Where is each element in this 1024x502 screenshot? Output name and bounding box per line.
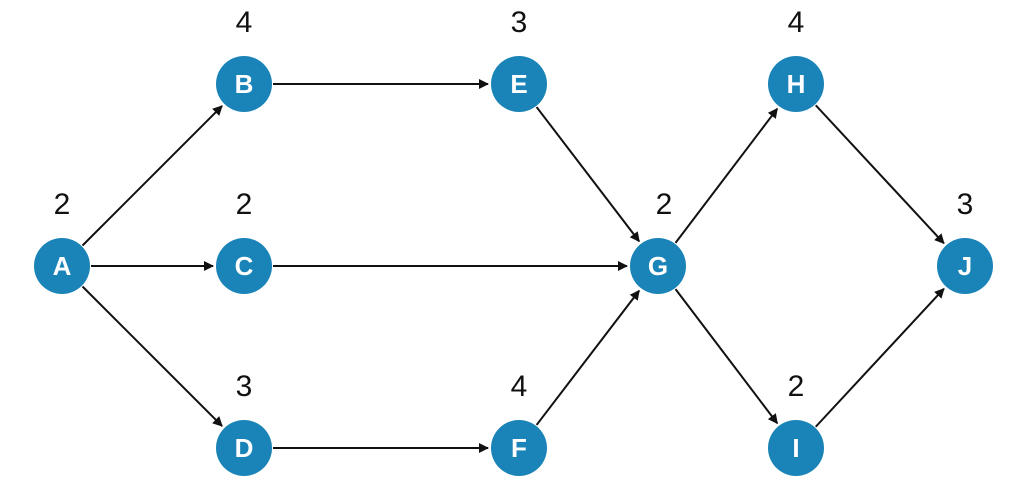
edge-f-g bbox=[535, 289, 640, 426]
node-weight-a: 2 bbox=[54, 188, 71, 221]
node-i: I bbox=[768, 420, 824, 476]
node-weight-b: 4 bbox=[236, 6, 253, 39]
node-label: G bbox=[648, 251, 668, 281]
edge-i-j bbox=[815, 287, 945, 428]
node-label: H bbox=[787, 69, 806, 99]
node-label: B bbox=[235, 69, 254, 99]
node-a: A bbox=[34, 238, 90, 294]
node-e: E bbox=[491, 56, 547, 112]
edge-e-g bbox=[535, 106, 640, 243]
node-weight-c: 2 bbox=[236, 188, 253, 221]
nodes-layer: A B C D E F G H I J bbox=[34, 56, 993, 476]
node-circle bbox=[491, 420, 547, 476]
node-circle bbox=[216, 56, 272, 112]
node-c: C bbox=[216, 238, 272, 294]
node-d: D bbox=[216, 420, 272, 476]
node-label: C bbox=[235, 251, 254, 281]
node-circle bbox=[216, 420, 272, 476]
node-label: J bbox=[958, 251, 972, 281]
node-label: A bbox=[53, 251, 72, 281]
edges-layer bbox=[81, 79, 945, 453]
node-label: E bbox=[510, 69, 527, 99]
node-weight-i: 2 bbox=[788, 370, 805, 403]
node-weight-j: 3 bbox=[957, 188, 974, 221]
edge-a-b bbox=[81, 105, 223, 247]
edge-g-h bbox=[674, 107, 779, 244]
node-weight-g: 2 bbox=[656, 188, 673, 221]
edge-g-i bbox=[674, 288, 779, 425]
node-b: B bbox=[216, 56, 272, 112]
node-circle bbox=[630, 238, 686, 294]
node-circle bbox=[216, 238, 272, 294]
node-circle bbox=[768, 56, 824, 112]
node-label: I bbox=[792, 433, 799, 463]
node-circle bbox=[768, 420, 824, 476]
node-j: J bbox=[937, 238, 993, 294]
node-weight-d: 3 bbox=[236, 370, 253, 403]
node-circle bbox=[34, 238, 90, 294]
node-g: G bbox=[630, 238, 686, 294]
node-weight-f: 4 bbox=[511, 370, 528, 403]
node-circle bbox=[491, 56, 547, 112]
node-f: F bbox=[491, 420, 547, 476]
node-label: F bbox=[511, 433, 527, 463]
node-h: H bbox=[768, 56, 824, 112]
edge-a-d bbox=[81, 285, 223, 427]
node-circle bbox=[937, 238, 993, 294]
weights-layer: 2 4 2 3 3 4 2 4 2 3 bbox=[54, 6, 974, 403]
edge-h-j bbox=[815, 104, 945, 245]
node-label: D bbox=[235, 433, 254, 463]
node-weight-e: 3 bbox=[511, 6, 528, 39]
node-weight-h: 4 bbox=[788, 6, 805, 39]
